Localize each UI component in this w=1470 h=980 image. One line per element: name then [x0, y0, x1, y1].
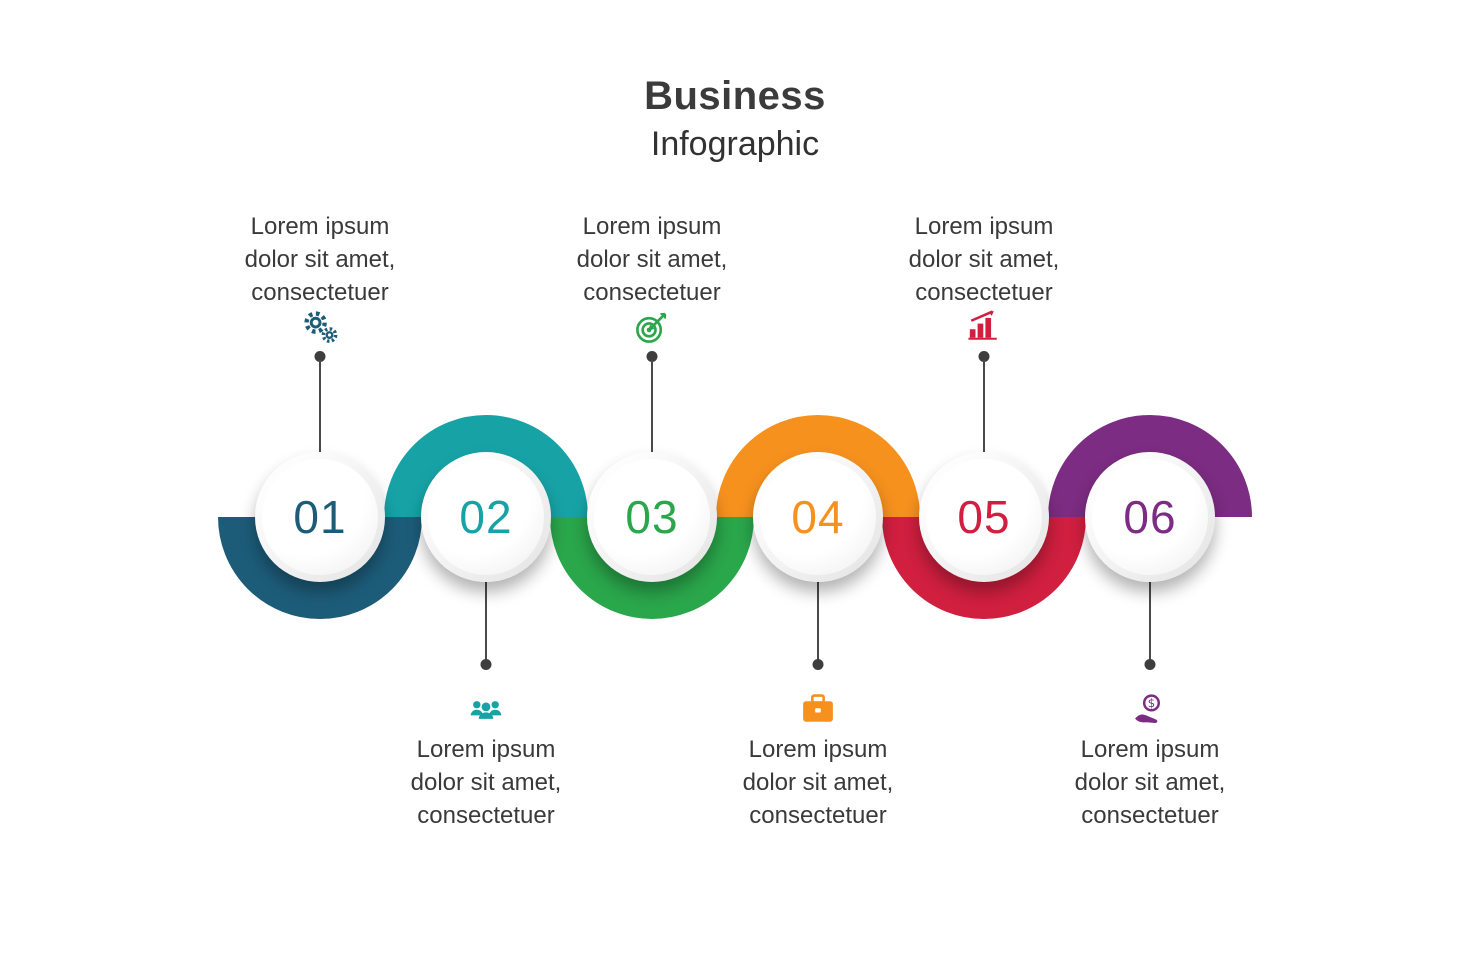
gears-icon — [301, 308, 339, 346]
page-title: Business — [644, 74, 826, 118]
step-2: Lorem ipsum dolor sit amet, consectetuer… — [356, 0, 616, 980]
step-number: 03 — [625, 491, 679, 543]
step-5: Lorem ipsum dolor sit amet, consectetuer… — [854, 0, 1114, 980]
step-circle: 04 — [753, 452, 883, 582]
connector-dot — [646, 351, 658, 362]
connector-line — [983, 360, 985, 453]
step-description: Lorem ipsum dolor sit amet, consectetuer — [576, 213, 728, 306]
money-hand-icon: $ — [1131, 692, 1169, 730]
step-4: Lorem ipsum dolor sit amet, consectetuer… — [688, 0, 948, 980]
briefcase-icon — [799, 692, 837, 726]
step-number: 06 — [1123, 491, 1177, 543]
step-description: Lorem ipsum dolor sit amet, consectetuer — [410, 736, 562, 829]
bar-chart-icon — [965, 308, 1003, 342]
step-circle: 06 — [1085, 452, 1215, 582]
title-block: Business Infographic — [0, 74, 1470, 164]
step-1: Lorem ipsum dolor sit amet, consectetuer… — [190, 0, 450, 980]
wave-segment-5 — [882, 516, 1086, 619]
step-number: 05 — [957, 491, 1011, 543]
step-circle: 02 — [421, 452, 551, 582]
step-description: Lorem ipsum dolor sit amet, consectetuer — [244, 213, 396, 306]
wave-segment-6 — [1048, 415, 1252, 518]
step-description: Lorem ipsum dolor sit amet, consectetuer — [908, 213, 1060, 306]
connector-line — [817, 581, 819, 661]
wave-segment-4 — [716, 415, 920, 518]
wave-segment-1 — [218, 516, 422, 619]
step-description: Lorem ipsum dolor sit amet, consectetuer — [742, 736, 894, 829]
connector-line — [1149, 581, 1151, 661]
connector-dot — [978, 351, 990, 362]
svg-text:$: $ — [1148, 696, 1155, 710]
wave-segment-2 — [384, 415, 588, 518]
step-number: 02 — [459, 491, 513, 543]
step-3: Lorem ipsum dolor sit amet, consectetuer… — [522, 0, 782, 980]
page-subtitle: Infographic — [650, 125, 820, 163]
wave-segment-3 — [550, 516, 754, 619]
step-circle: 05 — [919, 452, 1049, 582]
target-icon — [633, 308, 671, 346]
step-6: $ Lorem ipsum dolor sit amet, consectetu… — [1020, 0, 1280, 980]
connector-dot — [314, 351, 326, 362]
connector-dot — [480, 659, 492, 670]
connector-line — [651, 360, 653, 453]
step-circle: 01 — [255, 452, 385, 582]
connector-dot — [812, 659, 824, 670]
step-number: 04 — [791, 491, 845, 543]
team-icon — [467, 692, 505, 726]
connector-dot — [1144, 659, 1156, 670]
connector-line — [485, 581, 487, 661]
connector-line — [319, 360, 321, 453]
step-circle: 03 — [587, 452, 717, 582]
step-number: 01 — [293, 491, 347, 543]
step-description: Lorem ipsum dolor sit amet, consectetuer — [1074, 736, 1226, 829]
